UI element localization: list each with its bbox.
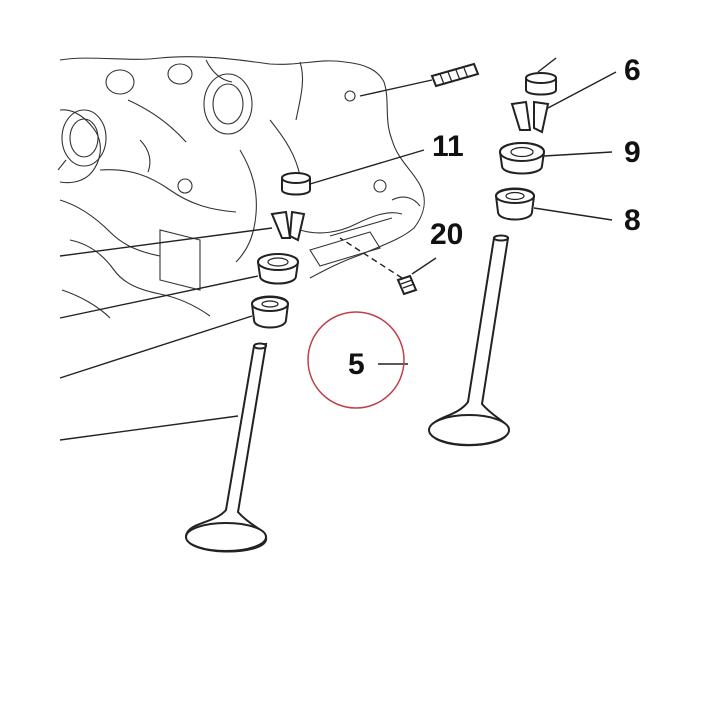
callout-6: 6: [624, 54, 641, 87]
left-valve-keeper-a: [270, 210, 292, 239]
cylinder-head-casting: [57, 56, 425, 319]
callout-11: 11: [432, 130, 464, 163]
right-valve-group: [428, 72, 557, 447]
left-valve: [184, 342, 268, 553]
callout-20: 20: [430, 218, 463, 251]
leader-cap-right: [537, 57, 557, 73]
leader-8: [533, 207, 613, 221]
leader-left-retainer: [59, 275, 259, 319]
callout-8: 8: [624, 204, 641, 237]
set-screw-part-20: [339, 237, 437, 296]
stud-bolt: [359, 62, 480, 97]
right-valve-keeper-b: [533, 100, 550, 134]
right-valve-keeper-a: [510, 100, 532, 131]
highlight-circle: [307, 311, 405, 409]
left-valve-keeper-b: [288, 210, 306, 242]
callout-9: 9: [624, 136, 641, 169]
leader-6: [547, 71, 617, 109]
leader-lines: [59, 57, 617, 441]
leader-left-valve: [59, 415, 239, 441]
leader-9: [543, 151, 613, 157]
leader-left-seal: [59, 315, 253, 379]
leader-11: [309, 149, 425, 185]
left-valve-group: [184, 172, 311, 553]
callout-5: 5: [348, 348, 365, 381]
leader-left-keepers: [59, 227, 273, 257]
